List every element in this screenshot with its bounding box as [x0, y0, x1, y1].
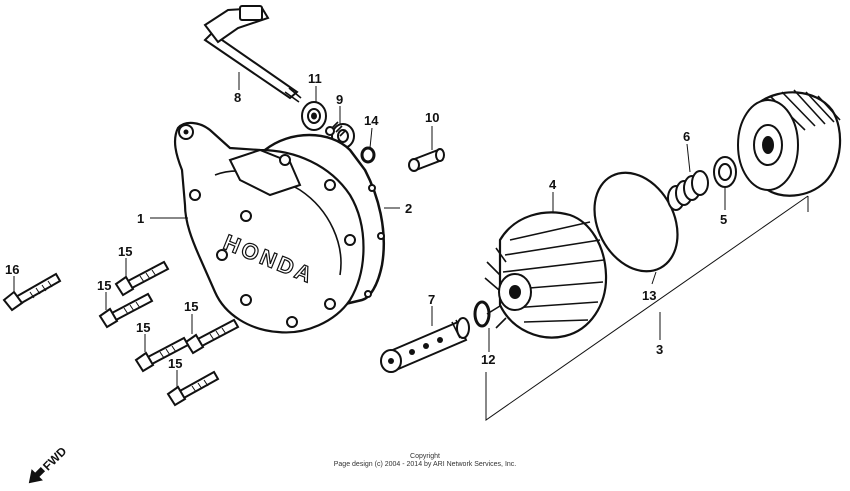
callout-6: 6 [683, 129, 690, 144]
fwd-arrow-icon [28, 466, 46, 484]
callout-15-d: 15 [136, 320, 150, 335]
part-10-pin[interactable] [408, 148, 445, 172]
callout-14: 14 [364, 113, 379, 128]
part-15-bolt-5[interactable] [166, 370, 220, 407]
part-5-washer[interactable] [713, 156, 737, 188]
callout-labels: 1 2 3 4 5 6 7 8 9 10 11 12 13 14 15 15 1… [5, 71, 727, 371]
part-16-bolt[interactable] [2, 272, 62, 312]
part-3-filter[interactable] [737, 89, 842, 197]
callout-15-e: 15 [168, 356, 182, 371]
part-11-bearing[interactable] [301, 101, 327, 131]
copyright-line-2: Page design (c) 2004 - 2014 by ARI Netwo… [333, 461, 517, 468]
part-8-shaft[interactable] [203, 5, 302, 103]
callout-3: 3 [656, 342, 663, 357]
callout-4: 4 [549, 177, 557, 192]
part-15-bolt-3[interactable] [184, 318, 240, 355]
callout-10: 10 [425, 110, 439, 125]
callout-9: 9 [336, 92, 343, 107]
part-9-seal[interactable] [325, 121, 355, 149]
leader-lines [13, 72, 809, 421]
callout-11: 11 [308, 71, 322, 86]
part-12-oring[interactable] [473, 300, 491, 328]
part-15-bolt-2[interactable] [98, 292, 154, 329]
callout-15-a: 15 [118, 244, 132, 259]
callout-8: 8 [234, 90, 241, 105]
part-1-cover[interactable]: HONDA [173, 121, 365, 334]
callout-15-c: 15 [184, 299, 198, 314]
copyright-line-1: Copyright [410, 453, 440, 460]
part-15-bolt-1[interactable] [114, 260, 170, 297]
part-15-bolt-4[interactable] [134, 336, 190, 373]
part-4-rotor[interactable] [484, 211, 608, 339]
callout-2: 2 [405, 201, 412, 216]
callout-13: 13 [642, 288, 656, 303]
callout-7: 7 [428, 292, 435, 307]
part-6-spring[interactable] [667, 170, 709, 211]
copyright-notice: Copyright Page design (c) 2004 - 2014 by… [0, 453, 850, 469]
part-7-pipe[interactable] [380, 317, 470, 373]
callout-5: 5 [720, 212, 727, 227]
callout-1: 1 [137, 211, 144, 226]
callout-12: 12 [481, 352, 495, 367]
callout-15-b: 15 [97, 278, 111, 293]
part-14-ring[interactable] [360, 146, 376, 164]
callout-16: 16 [5, 262, 19, 277]
